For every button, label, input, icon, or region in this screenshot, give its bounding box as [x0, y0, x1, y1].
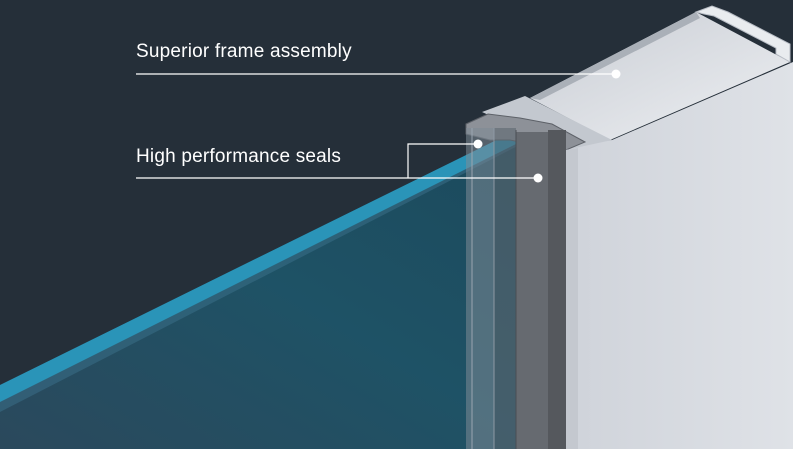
seals-label: High performance seals	[136, 146, 342, 167]
frame-right-face-edge	[566, 148, 578, 449]
seals-callout-bracket	[407, 143, 478, 178]
frame-top-inner-wall	[530, 12, 700, 100]
frame-top-rim	[694, 5, 791, 63]
glass-pane	[0, 121, 548, 449]
seals-callout-dot-lower	[533, 173, 543, 183]
glass-top-edge	[0, 121, 548, 402]
frame-callout-dot	[611, 69, 621, 79]
frame-strip-mid	[494, 128, 516, 449]
frame-strip-outer	[466, 128, 494, 449]
frame-top-channel	[530, 12, 790, 140]
frame-strip-shadow	[548, 130, 566, 449]
seals-callout-dot-upper	[473, 139, 483, 149]
frame-right-face	[566, 62, 793, 449]
frame-assembly-label: Superior frame assembly	[136, 41, 352, 62]
